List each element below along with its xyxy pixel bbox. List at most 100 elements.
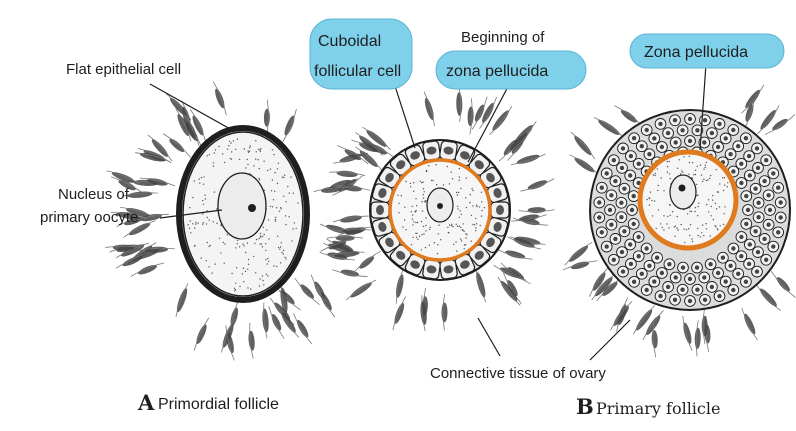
stipple-dot [722, 177, 723, 178]
stipple-dot [281, 242, 282, 243]
stipple-dot [267, 170, 268, 171]
stroma-cell [492, 262, 527, 282]
granulosa-cell-nucleus [629, 262, 633, 266]
granulosa-cell-nucleus [632, 222, 636, 226]
granulosa-cell-nucleus [609, 193, 613, 197]
stipple-dot [260, 236, 261, 237]
stipple-dot [253, 165, 254, 166]
granulosa-cell-nucleus [753, 187, 757, 191]
nucleolus-b [679, 185, 686, 192]
stipple-dot [463, 223, 464, 224]
granulosa-cell-nucleus [744, 280, 748, 284]
stipple-dot [683, 156, 684, 157]
granulosa-cell-nucleus [710, 131, 714, 135]
granulosa-cell [768, 168, 779, 179]
stipple-dot [700, 164, 701, 165]
stipple-dot [712, 195, 713, 196]
stipple-dot [715, 226, 716, 227]
stroma-nucleus [423, 97, 436, 121]
stipple-dot [214, 191, 215, 192]
stroma-nucleus [467, 106, 474, 126]
stipple-dot [243, 268, 244, 269]
stipple-dot [724, 185, 725, 186]
stroma-nucleus [682, 322, 693, 345]
granulosa-cell-nucleus [673, 118, 677, 122]
stipple-dot [272, 206, 273, 207]
stipple-dot [260, 151, 261, 152]
granulosa-cell-nucleus [776, 230, 780, 234]
granulosa-cell-nucleus [747, 262, 751, 266]
granulosa-cell-nucleus [710, 285, 714, 289]
stipple-dot [227, 234, 228, 235]
granulosa-cell-nucleus [660, 145, 664, 149]
granulosa-cell-nucleus [766, 193, 770, 197]
stroma-cell [441, 294, 447, 330]
stipple-dot [192, 197, 193, 198]
stroma-cell [247, 322, 256, 358]
granulosa-cell [618, 266, 629, 277]
stipple-dot [723, 190, 724, 191]
stipple-dot [456, 192, 457, 193]
granulosa-cell-nucleus [637, 254, 641, 258]
stroma-cell [280, 108, 299, 144]
granulosa-cell-nucleus [645, 128, 649, 132]
granulosa-cell-nucleus [647, 152, 651, 156]
stipple-dot [237, 138, 238, 139]
leader-cuboidal-cell [395, 86, 415, 148]
stipple-dot [256, 151, 257, 152]
stipple-dot [680, 224, 681, 225]
stroma-cell [329, 169, 365, 178]
granulosa-cell [741, 276, 752, 287]
granulosa-cell [663, 128, 674, 139]
granulosa-cell [619, 226, 630, 237]
granulosa-cell-nucleus [716, 145, 720, 149]
granulosa-cell-nucleus [731, 246, 735, 250]
stipple-dot [264, 234, 265, 235]
stipple-dot [712, 199, 713, 200]
stipple-dot [695, 207, 696, 208]
granulosa-cell-nucleus [632, 280, 636, 284]
stroma-cell [592, 115, 625, 140]
stipple-dot [484, 207, 485, 208]
stipple-dot [426, 171, 427, 172]
stipple-dot [451, 172, 452, 173]
stipple-dot [398, 203, 399, 204]
granulosa-cell [670, 115, 681, 126]
stipple-dot [270, 206, 271, 207]
stipple-dot [397, 195, 398, 196]
stipple-dot [460, 210, 461, 211]
stipple-dot [268, 219, 269, 220]
stroma-cell [421, 91, 437, 127]
stipple-dot [453, 244, 454, 245]
stroma-nucleus [168, 137, 186, 154]
granulosa-cell [601, 241, 612, 252]
stipple-dot [705, 223, 706, 224]
stipple-dot [411, 211, 412, 212]
stipple-dot [215, 149, 216, 150]
stipple-dot [278, 163, 279, 164]
granulosa-cell [596, 227, 607, 238]
stipple-dot [202, 213, 203, 214]
stipple-dot [243, 281, 244, 282]
stipple-dot [674, 236, 675, 237]
stroma-nucleus [456, 92, 462, 116]
granulosa-cell-nucleus [632, 136, 636, 140]
stipple-dot [224, 162, 225, 163]
stipple-dot [237, 240, 238, 241]
stroma-nucleus [619, 108, 638, 124]
stipple-dot [284, 175, 285, 176]
stipple-dot [419, 236, 420, 237]
stipple-dot [249, 151, 250, 152]
stipple-dot [412, 224, 413, 225]
stipple-dot [662, 227, 663, 228]
granulosa-cell [596, 182, 607, 193]
stipple-dot [694, 211, 695, 212]
stipple-dot [461, 214, 462, 215]
granulosa-cell [705, 259, 716, 270]
stipple-dot [447, 166, 448, 167]
granulosa-cell-nucleus [608, 208, 612, 212]
stipple-dot [655, 173, 656, 174]
stipple-dot [471, 188, 472, 189]
stipple-dot [653, 174, 654, 175]
